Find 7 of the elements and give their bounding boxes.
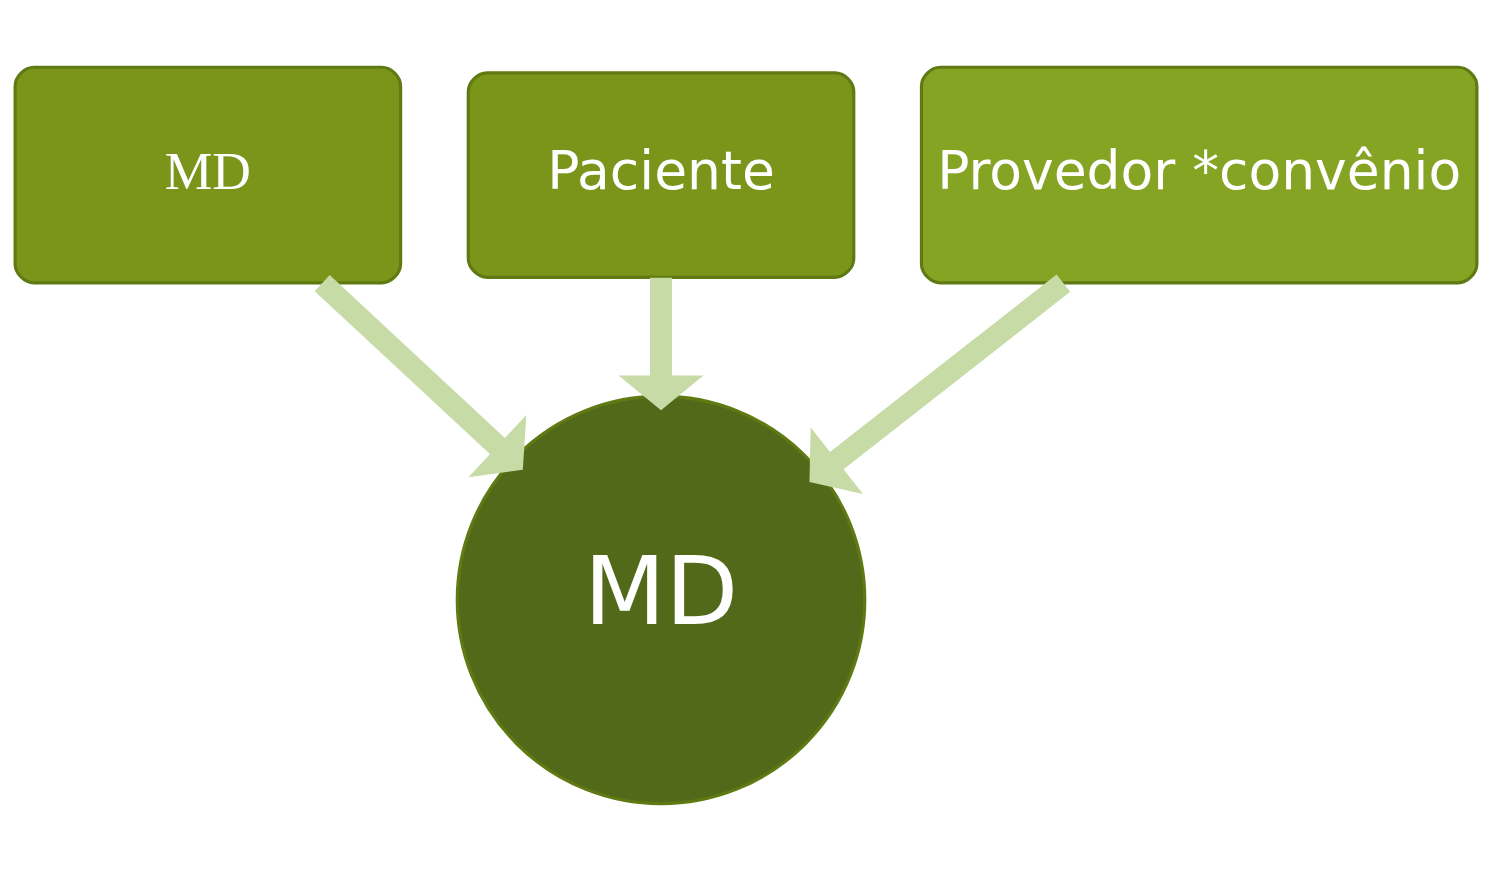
- arrow: [809, 273, 1071, 494]
- arrow: [314, 274, 527, 477]
- arrow: [618, 277, 704, 410]
- node-box: Provedor *convênio: [919, 65, 1479, 284]
- node-circle: MD: [455, 394, 867, 805]
- node-box: Paciente: [466, 70, 856, 279]
- node-box: MD: [13, 65, 403, 284]
